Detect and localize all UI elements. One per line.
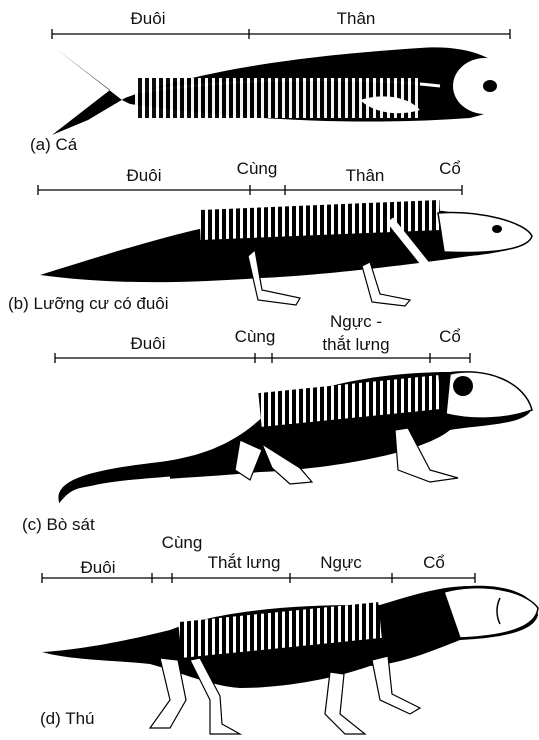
region-label-b-2: Thân <box>346 166 385 185</box>
panel-b: Đuôi Cùng Thân Cổ <box>38 159 532 306</box>
panel-c: Đuôi Cùng Ngực - thắt lưng Cổ <box>55 312 532 505</box>
region-label-d-3: Ngực <box>320 553 362 572</box>
panel-a: Đuôi Thân <box>52 9 517 135</box>
region-label-b-3: Cổ <box>439 159 461 178</box>
region-label-d-2: Thắt lưng <box>208 553 281 572</box>
caption-c: (c) Bò sát <box>22 516 95 533</box>
caption-b: (b) Lưỡng cư có đuôi <box>8 295 169 312</box>
salamander-skeleton <box>40 208 532 306</box>
panel-d: Cùng Đuôi Thắt lưng Ngực Cổ <box>42 533 538 734</box>
region-label-a-1: Thân <box>337 9 376 28</box>
fish-skeleton <box>52 47 517 135</box>
region-label-c-0: Đuôi <box>131 334 166 353</box>
region-label-d-1: Đuôi <box>81 558 116 577</box>
caption-a: (a) Cá <box>30 136 77 153</box>
region-label-a-0: Đuôi <box>131 9 166 28</box>
region-label-c-1: Cùng <box>235 327 276 346</box>
caption-d: (d) Thú <box>40 710 95 727</box>
region-label-b-0: Đuôi <box>127 166 162 185</box>
region-bracket-c <box>55 353 470 363</box>
region-label-d-0: Cùng <box>162 533 203 552</box>
region-bracket-b <box>38 185 462 195</box>
region-label-b-1: Cùng <box>237 159 278 178</box>
mammal-skeleton <box>42 586 538 734</box>
region-label-c-2: Ngực - <box>330 312 382 331</box>
region-bracket-a <box>52 29 510 39</box>
region-label-c-4: Cổ <box>439 327 461 346</box>
reptile-skeleton <box>58 371 532 505</box>
region-label-c-3: thắt lưng <box>322 335 389 354</box>
region-label-d-4: Cổ <box>423 553 445 572</box>
